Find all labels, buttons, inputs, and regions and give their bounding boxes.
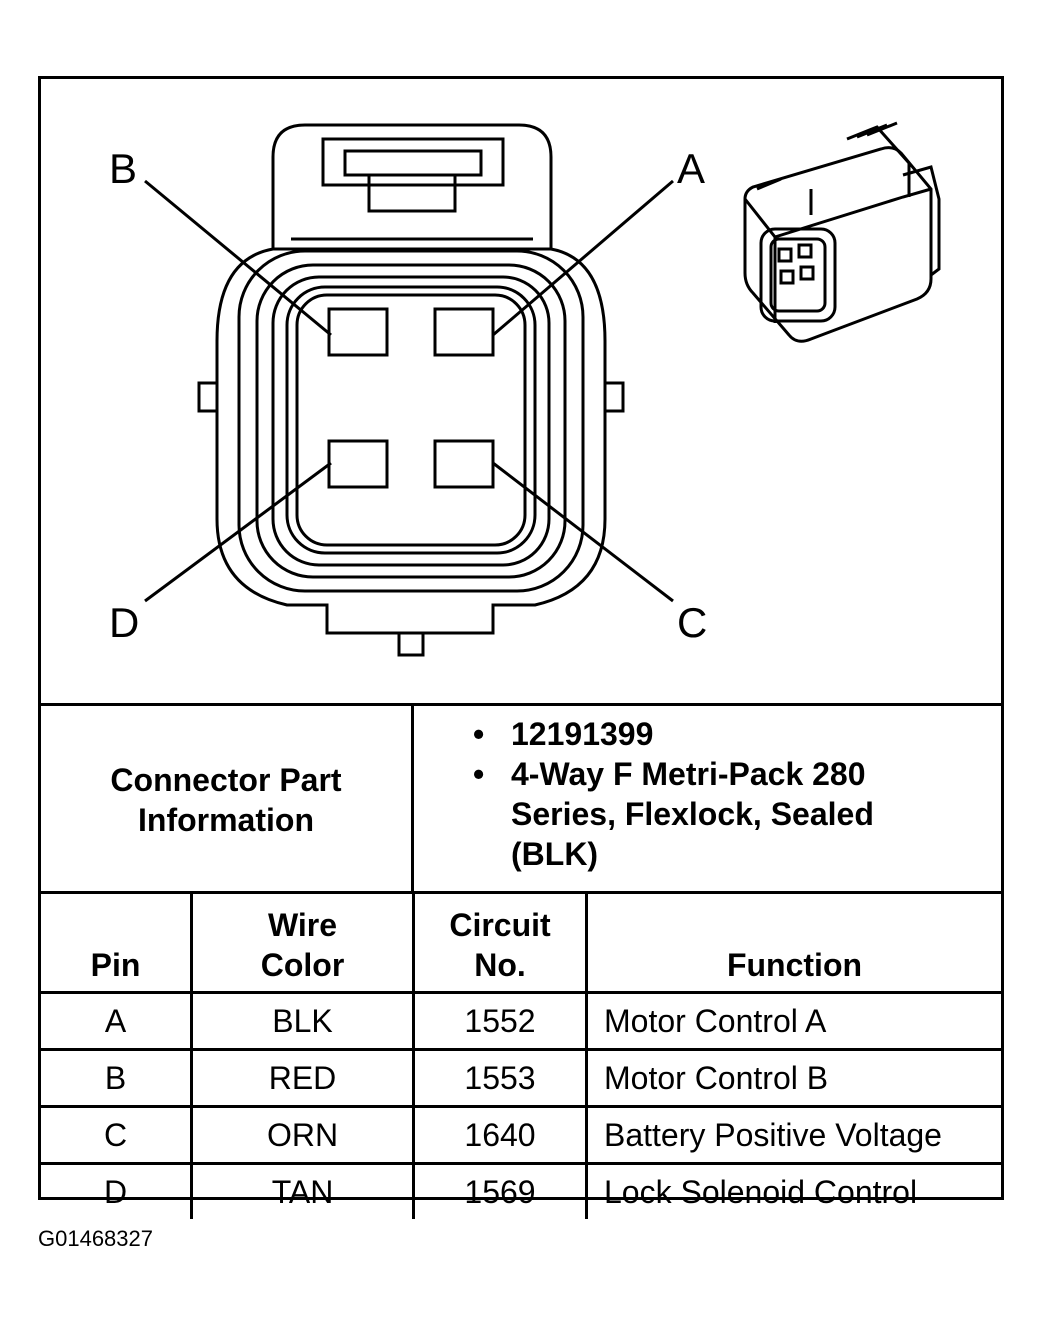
pin-table: Pin Wire Color Circuit No. Function A BL… — [41, 891, 1001, 1219]
header-wire-color: Wire Color — [190, 891, 415, 994]
leader-line-d — [144, 461, 332, 603]
cell-function: Lock Solenoid Control — [585, 1162, 1001, 1219]
cell-circuit: 1569 — [412, 1162, 588, 1219]
header-function: Function — [585, 891, 1001, 994]
figure-id: G01468327 — [38, 1226, 153, 1251]
terminal-a — [433, 307, 495, 357]
terminal-d — [327, 439, 389, 489]
pin-label-c: C — [677, 599, 707, 646]
diagram-frame: B A D C Connector Part Information •1219 — [38, 76, 1004, 1219]
pin-label-a: A — [677, 145, 705, 192]
connector-info-row: Connector Part Information •12191399 •4-… — [41, 703, 1001, 894]
cell-pin: D — [41, 1162, 193, 1219]
connector-outline — [144, 123, 674, 657]
header-circuit-no: Circuit No. — [412, 891, 588, 994]
cell-pin: A — [41, 991, 193, 1051]
table-row: A BLK 1552 Motor Control A — [41, 991, 1001, 1051]
info-item-part-number: •12191399 — [473, 716, 654, 752]
connector-info-label: Connector Part Information — [110, 762, 342, 838]
terminal-b — [327, 307, 389, 357]
cell-wire-color: BLK — [190, 991, 415, 1051]
terminal-c — [433, 439, 495, 489]
cell-function: Motor Control A — [585, 991, 1001, 1051]
connector-info-list: •12191399 •4-Way F Metri-Pack 280 Series… — [471, 714, 891, 874]
cell-pin: B — [41, 1048, 193, 1108]
table-header-row: Pin Wire Color Circuit No. Function — [41, 891, 1001, 994]
cell-circuit: 1553 — [412, 1048, 588, 1108]
cell-pin: C — [41, 1105, 193, 1165]
pin-label-b: B — [109, 145, 137, 192]
info-item-description: •4-Way F Metri-Pack 280 Series, Flexlock… — [473, 756, 874, 872]
connector-isometric-illustration — [743, 121, 941, 343]
leader-line-a — [492, 179, 674, 337]
leader-line-c — [492, 461, 674, 603]
leader-line-b — [144, 179, 332, 337]
pin-label-d: D — [109, 599, 139, 646]
cell-circuit: 1640 — [412, 1105, 588, 1165]
header-pin: Pin — [41, 891, 193, 994]
cell-wire-color: TAN — [190, 1162, 415, 1219]
cell-function: Battery Positive Voltage — [585, 1105, 1001, 1165]
table-row: B RED 1553 Motor Control B — [41, 1048, 1001, 1108]
cell-function: Motor Control B — [585, 1048, 1001, 1108]
cell-circuit: 1552 — [412, 991, 588, 1051]
table-row: D TAN 1569 Lock Solenoid Control — [41, 1162, 1001, 1219]
cell-wire-color: ORN — [190, 1105, 415, 1165]
info-divider — [411, 706, 414, 894]
connector-face-diagram: B A D C — [109, 121, 941, 657]
table-row: C ORN 1640 Battery Positive Voltage — [41, 1105, 1001, 1165]
cell-wire-color: RED — [190, 1048, 415, 1108]
